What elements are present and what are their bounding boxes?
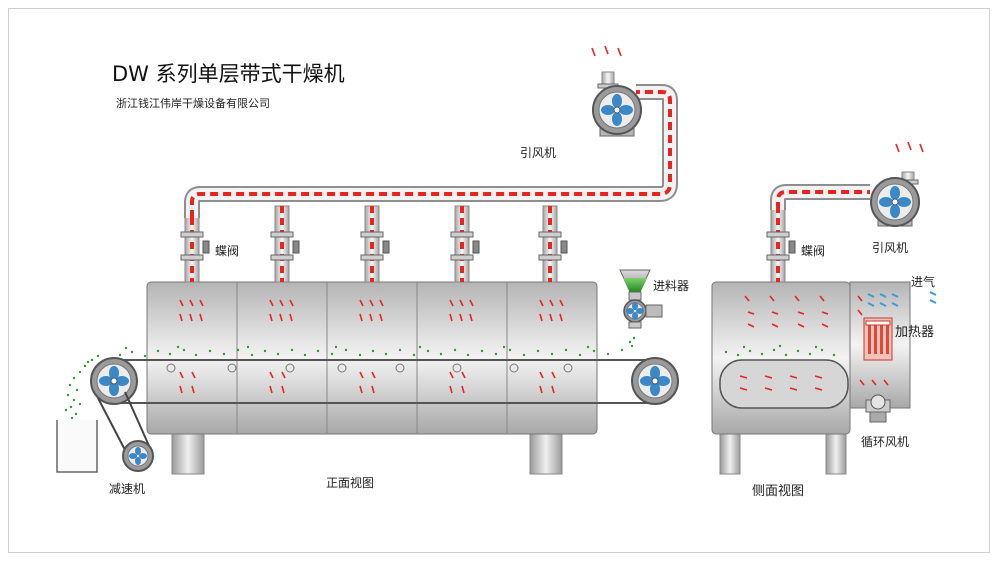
- idler-rollers: [166, 363, 573, 373]
- diagram-frame: [8, 8, 990, 553]
- heater: [863, 317, 893, 361]
- side-dryer-body: [711, 281, 851, 435]
- product-falling: [64, 354, 100, 420]
- page-title: DW 系列单层带式干燥机: [112, 62, 345, 86]
- fan-top-label: 引风机: [520, 146, 557, 160]
- hot-air-front: [179, 299, 564, 394]
- circ-fan-label: 循环风机: [861, 435, 910, 449]
- front-section-dividers: [236, 282, 508, 434]
- front-view-label: 正面视图: [326, 476, 375, 490]
- side-duct: [770, 184, 870, 210]
- side-branch-pipe: [766, 205, 796, 283]
- side-belt-drum: [719, 359, 849, 409]
- hot-air-side: [739, 295, 889, 391]
- air-inlet-flow: [867, 291, 937, 307]
- valve-side-label: 蝶阀: [801, 244, 826, 258]
- side-leg-left: [719, 431, 741, 475]
- branch-pipes: [180, 205, 568, 283]
- front-leg-right: [529, 431, 563, 475]
- fan-side: [870, 141, 924, 227]
- heater-label: 加热器: [895, 325, 935, 340]
- side-product: [724, 344, 836, 357]
- feeder-label: 进料器: [653, 279, 690, 293]
- company-name: 浙江钱江伟岸干燥设备有限公司: [116, 97, 270, 110]
- reducer-label: 减速机: [109, 482, 146, 496]
- fan-top: [591, 45, 642, 137]
- product-on-belt: [118, 336, 636, 358]
- side-view-label: 侧面视图: [752, 484, 805, 499]
- side-view: [711, 141, 937, 475]
- air-inlet-label: 进气: [911, 275, 936, 289]
- drive-drum-left: [90, 357, 138, 405]
- circulating-fan: [865, 394, 891, 423]
- side-leg-right: [825, 431, 847, 475]
- valve-front-label: 蝶阀: [215, 244, 240, 258]
- feeder: [619, 269, 663, 329]
- front-leg-left: [171, 431, 205, 475]
- collection-bin: [56, 420, 98, 473]
- drive-drum-right: [631, 357, 679, 405]
- front-view: [56, 45, 679, 475]
- main-duct: [184, 84, 678, 218]
- fan-side-label: 引风机: [872, 241, 909, 255]
- reducer: [97, 391, 154, 472]
